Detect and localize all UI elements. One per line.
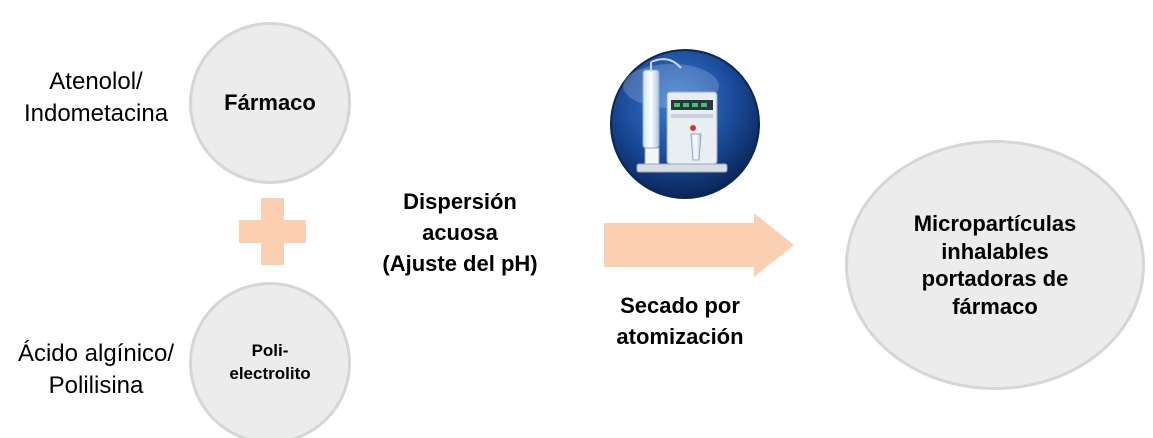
result-line-3: portadoras de (921, 266, 1069, 291)
polyelectrolyte-examples-line-1: Ácido algínico/ (17, 340, 175, 367)
drug-examples-line-1: Atenolol/ (49, 68, 143, 95)
result-line-1: Micropartículas (913, 211, 1077, 236)
dispersion-line-1: Dispersión (403, 189, 517, 214)
dispersion-line-3: (Ajuste del pH) (382, 251, 538, 277)
drying-line-2: atomización (616, 324, 744, 350)
polyelectrolyte-label-line-2: electrolito (229, 364, 311, 383)
drug-examples-label: Atenolol/ Indometacina (6, 66, 186, 131)
drug-examples-line-2: Indometacina (23, 100, 169, 128)
plus-icon (239, 198, 306, 265)
drying-step-label: Secado por atomización (590, 290, 770, 352)
result-circle: Micropartículas inhalables portadoras de… (845, 140, 1145, 390)
polyelectrolyte-circle-label: Poli- electrolito (229, 340, 310, 386)
drug-circle-label: Fármaco (224, 90, 316, 115)
dispersion-step-label: Dispersión acuosa (Ajuste del pH) (360, 186, 560, 280)
polyelectrolyte-examples-label: Ácido algínico/ Polilisina (0, 338, 192, 403)
polyelectrolyte-examples-line-2: Polilisina (48, 372, 144, 400)
polyelectrolyte-circle: Poli- electrolito (189, 282, 351, 438)
polyelectrolyte-label-line-1: Poli- (251, 341, 289, 361)
spray-dryer-icon (610, 49, 760, 199)
result-line-2: inhalables (941, 238, 1049, 264)
drying-line-1: Secado por (620, 293, 740, 318)
result-circle-label: Micropartículas inhalables portadoras de… (914, 210, 1077, 320)
plus-vertical-bar (261, 198, 284, 265)
process-arrow-icon (604, 213, 794, 277)
drug-circle: Fármaco (189, 22, 351, 184)
dispersion-line-2: acuosa (422, 220, 498, 246)
result-line-4: fármaco (952, 293, 1038, 319)
